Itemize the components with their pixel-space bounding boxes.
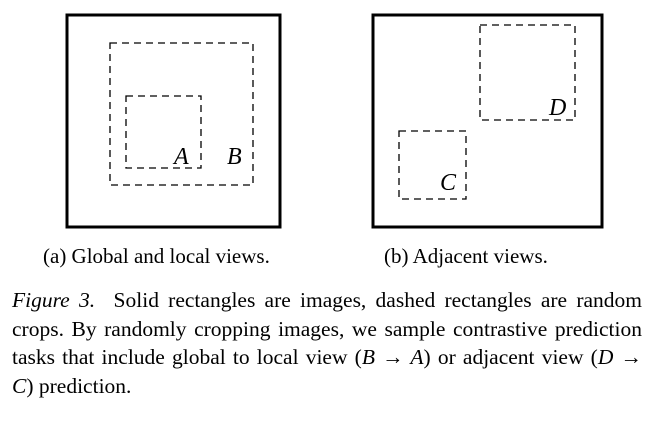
panel-a-outer-crop [109, 42, 254, 186]
panel-b-bottom-left-crop [398, 130, 467, 200]
panel-b: D C (b) Adjacent views. [371, 13, 604, 268]
crop-label-b: B [227, 144, 242, 170]
panel-a-label: (a) Global and local views. [43, 244, 270, 268]
caption-text-2: ) or adjacent view ( [423, 345, 598, 369]
panel-a: A B (a) Global and local views. [43, 13, 282, 268]
caption-math-2: D → C [12, 345, 642, 398]
caption-text-3: ) prediction. [26, 373, 132, 398]
crop-label-c: C [440, 170, 457, 196]
panel-a-image [65, 13, 282, 229]
crop-label-d: D [548, 95, 566, 121]
crop-label-a: A [172, 144, 189, 170]
caption-figure-label: Figure 3. [12, 288, 96, 312]
caption-text-1: Solid rectangles are images, dashed rect… [12, 288, 643, 369]
panel-a-inner-crop [125, 95, 202, 169]
panel-b-image [371, 13, 604, 229]
figure-caption: Figure 3. Solid rectangles are images, d… [12, 286, 642, 400]
caption-math-1: B → A [361, 345, 424, 369]
panel-b-label: (b) Adjacent views. [384, 244, 548, 268]
